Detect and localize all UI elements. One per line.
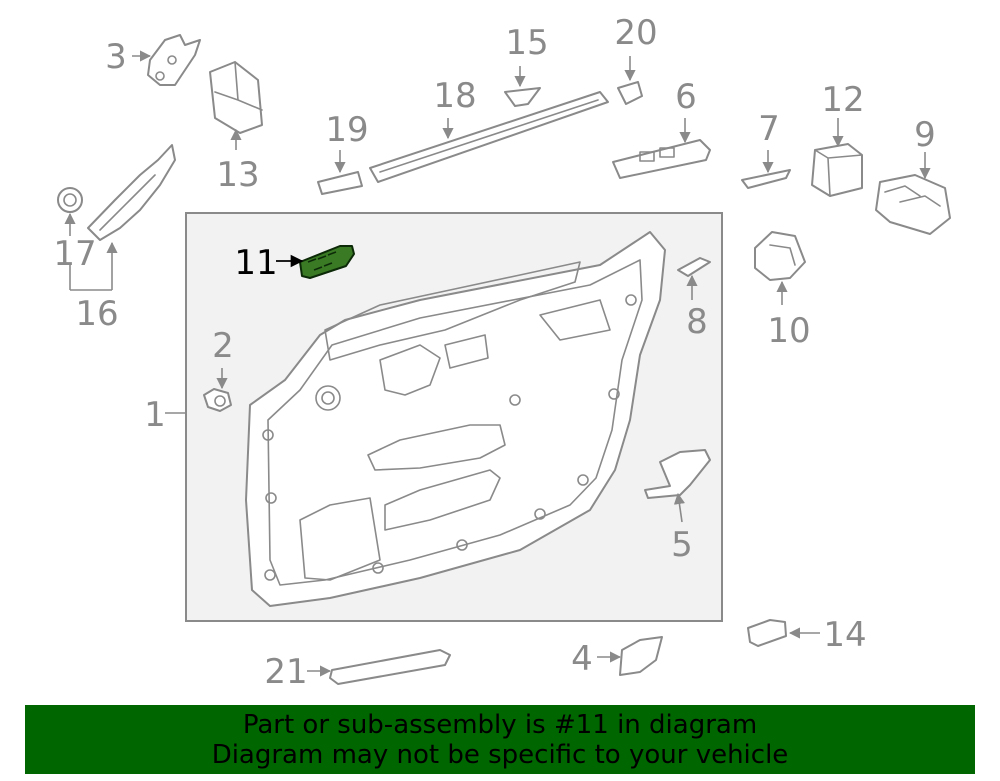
- callout-7: 7: [758, 109, 780, 149]
- part-14-clip[interactable]: [747, 619, 787, 647]
- part-2-clip[interactable]: [203, 388, 232, 412]
- part-18-belt-molding[interactable]: [369, 91, 609, 183]
- part-11-switch-highlighted[interactable]: [299, 245, 355, 279]
- part-19-clip[interactable]: [317, 171, 363, 195]
- banner-line-2: Diagram may not be specific to your vehi…: [211, 740, 789, 770]
- callout-13: 13: [216, 155, 259, 195]
- callout-6: 6: [675, 77, 697, 117]
- door-trim-panel-drawing: [245, 231, 666, 607]
- part-10-bracket[interactable]: [754, 231, 806, 281]
- callout-1: 1: [144, 395, 166, 435]
- parts-diagram: 1 2 3 4 5 6 7 8 9 10 11 12 13 14 15 16 1…: [53, 13, 951, 692]
- part-16-pillar-trim[interactable]: [87, 144, 176, 241]
- callout-18: 18: [433, 76, 476, 116]
- callout-15: 15: [505, 23, 548, 63]
- banner-line-1: Part or sub-assembly is #11 in diagram: [242, 710, 758, 740]
- part-5-bracket[interactable]: [644, 449, 711, 499]
- callout-17: 17: [53, 234, 96, 274]
- callout-4: 4: [571, 639, 593, 679]
- callout-12: 12: [821, 80, 864, 120]
- part-13-module[interactable]: [209, 61, 263, 134]
- callout-21: 21: [264, 652, 307, 692]
- callout-3: 3: [105, 37, 127, 77]
- part-9-master-switch[interactable]: [875, 174, 951, 235]
- part-8-clip[interactable]: [677, 257, 711, 277]
- callout-9: 9: [914, 115, 936, 155]
- callout-8: 8: [686, 302, 708, 342]
- callout-19: 19: [325, 110, 368, 150]
- callout-14: 14: [823, 615, 866, 655]
- info-banner: Part or sub-assembly is #11 in diagram D…: [25, 705, 975, 774]
- part-21-trim[interactable]: [329, 649, 451, 685]
- part-20-clip[interactable]: [617, 81, 643, 105]
- part-15-clip[interactable]: [504, 87, 541, 107]
- part-17-clip[interactable]: [57, 187, 83, 213]
- callout-11: 11: [234, 243, 277, 283]
- callout-2: 2: [212, 326, 234, 366]
- part-3-bracket[interactable]: [147, 34, 201, 86]
- callout-10: 10: [767, 311, 810, 351]
- callout-16: 16: [75, 294, 118, 334]
- leader-lines: [64, 50, 931, 677]
- callout-20: 20: [614, 13, 657, 53]
- part-4-bracket[interactable]: [619, 636, 663, 676]
- callout-labels: 1 2 3 4 5 6 7 8 9 10 11 12 13 14 15 16 1…: [53, 13, 935, 692]
- callout-5: 5: [671, 525, 693, 565]
- part-12-switch[interactable]: [811, 143, 863, 197]
- part-7-trim[interactable]: [741, 169, 791, 189]
- part-6-switch-bezel[interactable]: [612, 139, 711, 179]
